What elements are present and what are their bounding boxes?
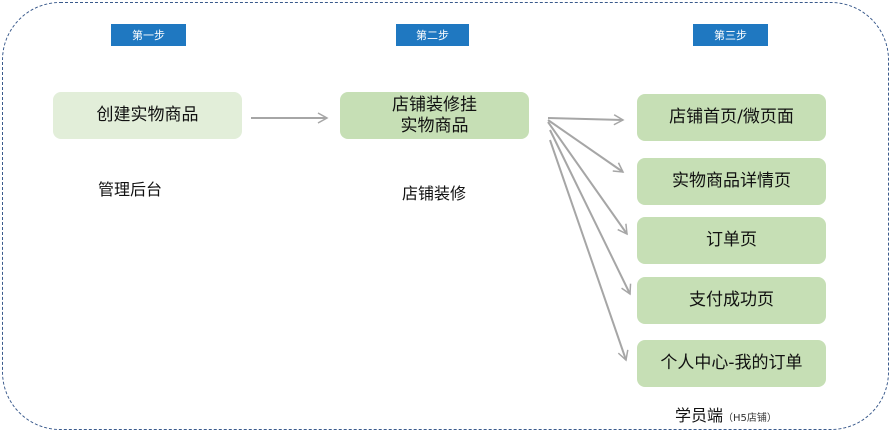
decorate-store-box: 店铺装修挂 实物商品: [340, 92, 529, 139]
store-decoration-caption: 店铺装修: [402, 184, 467, 203]
arrow-to-payment-success: [549, 129, 632, 296]
create-product-box: 创建实物商品: [53, 92, 242, 139]
student-caption-label: 学员端: [675, 406, 724, 425]
target-box-payment-success: 支付成功页: [637, 277, 826, 324]
admin-caption: 管理后台: [98, 180, 163, 199]
arrow-to-my-orders: [549, 139, 629, 362]
arrow-to-homepage: [547, 114, 625, 126]
arrow-to-product-detail: [547, 119, 625, 173]
target-box-product-detail: 实物商品详情页: [637, 158, 826, 205]
arrow-to-order: [547, 121, 628, 236]
step-2-label: 第二步: [396, 24, 469, 46]
target-box-my-orders: 个人中心-我的订单: [637, 340, 826, 387]
student-caption-note: （H5店铺）: [723, 413, 777, 424]
student-caption: 学员端（H5店铺）: [675, 402, 777, 426]
target-box-homepage: 店铺首页/微页面: [637, 94, 826, 141]
step-3-label: 第三步: [693, 24, 768, 46]
target-box-order: 订单页: [637, 217, 826, 264]
step-1-label: 第一步: [111, 24, 186, 46]
dashed-frame: [2, 2, 889, 430]
